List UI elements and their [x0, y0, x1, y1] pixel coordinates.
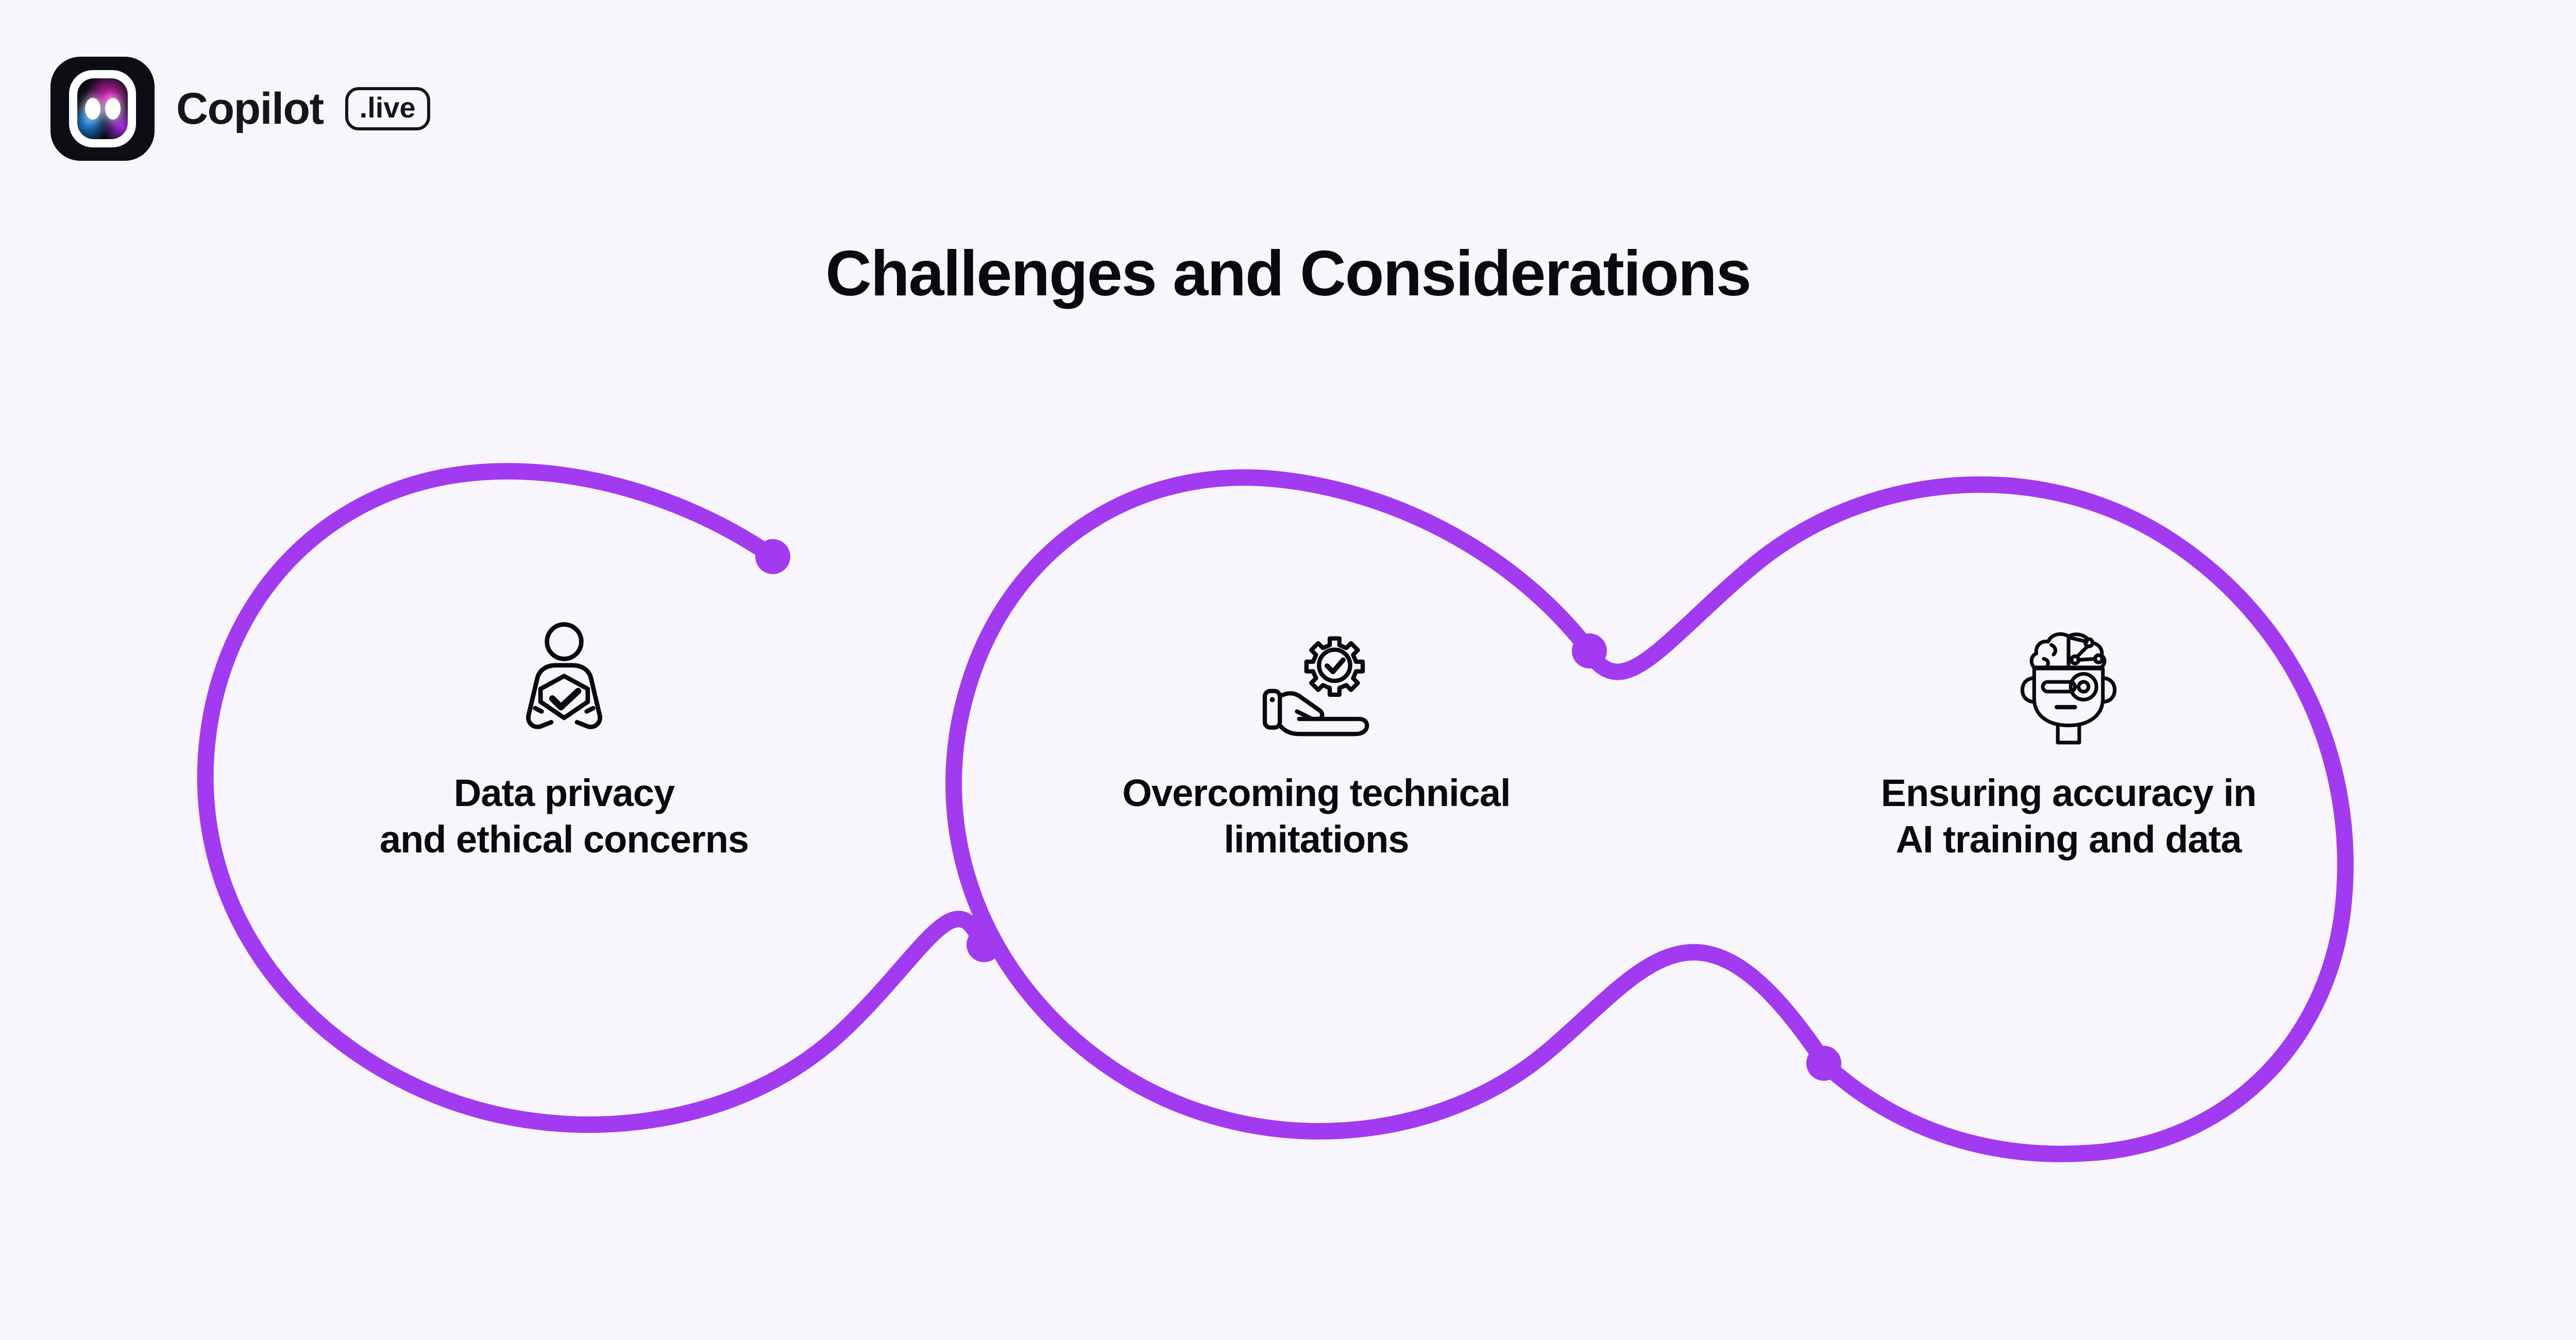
- person-shield-check-icon: [260, 608, 868, 752]
- copilot-app-mark-icon: [50, 57, 155, 161]
- terminator-dot-4: [1806, 1046, 1841, 1081]
- brand-name: Copilot: [176, 84, 324, 133]
- terminator-dot-3: [967, 927, 1002, 962]
- flow-node-technical-limitations[interactable]: Overcoming technical limitations: [1012, 608, 1620, 863]
- flow-node-label: Ensuring accuracy in AI training and dat…: [1880, 772, 2257, 861]
- flow-node-label: Overcoming technical limitations: [1122, 772, 1511, 861]
- ai-brain-head-icon: [1765, 608, 2372, 752]
- mark-screen: [77, 78, 128, 139]
- curve-loop-3: [1581, 476, 2354, 1162]
- terminator-dot-1: [755, 539, 790, 574]
- flow-node-ai-accuracy[interactable]: Ensuring accuracy in AI training and dat…: [1765, 608, 2372, 863]
- hand-gear-check-icon: [1012, 608, 1620, 752]
- flow-node-label: Data privacy and ethical concerns: [379, 772, 749, 861]
- mark-ring: [69, 70, 136, 147]
- brand-logo[interactable]: Copilot .live: [50, 57, 430, 161]
- flow-node-data-privacy[interactable]: Data privacy and ethical concerns: [260, 608, 868, 863]
- page-title: Challenges and Considerations: [825, 238, 1751, 310]
- mark-eye-left: [84, 98, 100, 120]
- mark-eye-right: [105, 98, 121, 120]
- curve-loop-1: [197, 463, 991, 1133]
- terminator-dot-2: [1572, 633, 1607, 668]
- brand-tld-badge: .live: [345, 87, 430, 130]
